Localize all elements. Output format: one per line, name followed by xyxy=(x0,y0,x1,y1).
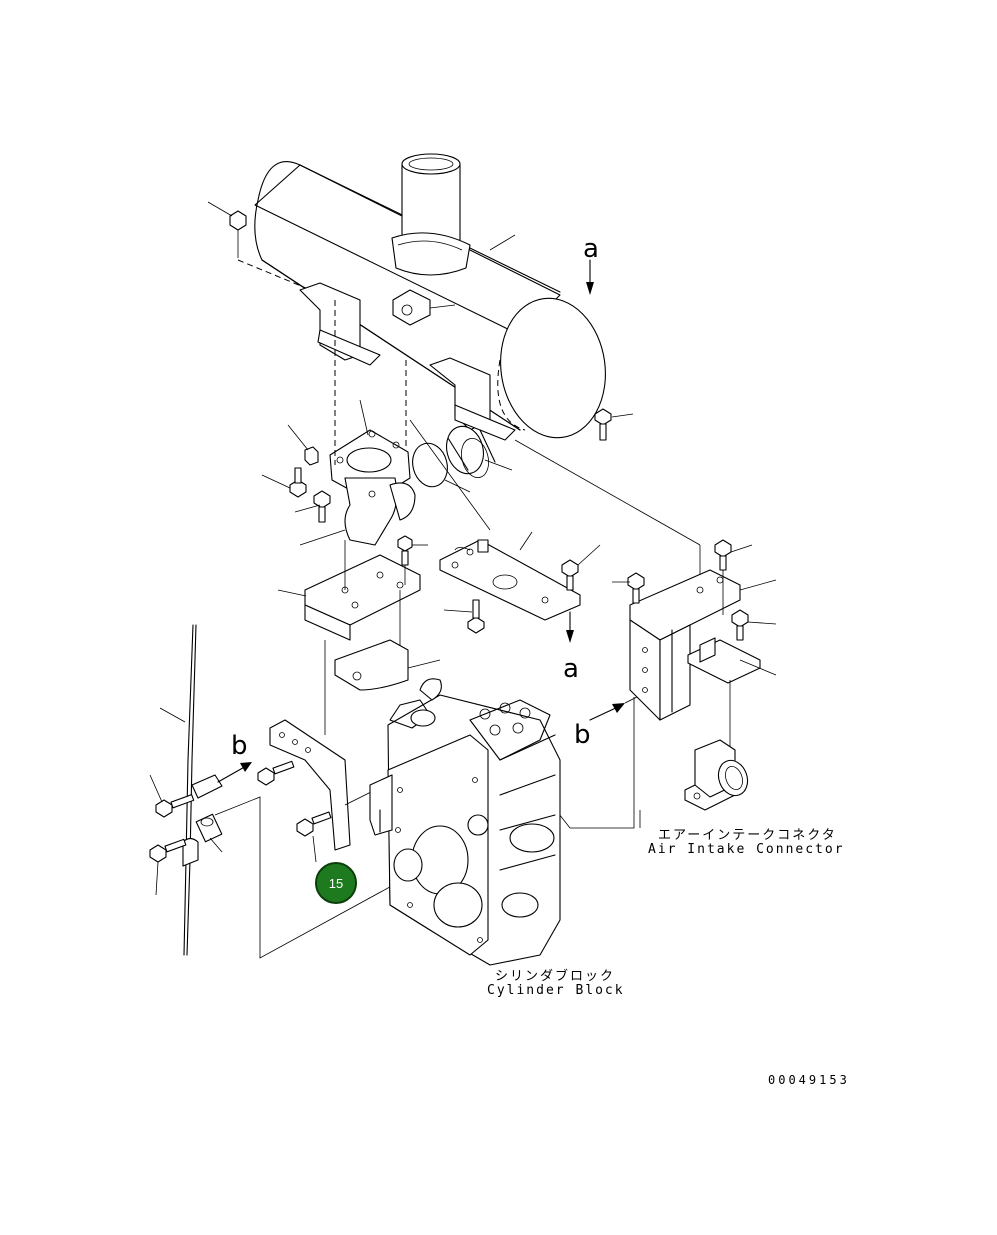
bolt-shield-lower xyxy=(467,599,485,634)
spacer-collar xyxy=(195,813,223,843)
view-marker-b-right: b xyxy=(574,720,591,750)
bolt-bracket-lower xyxy=(296,811,332,837)
dipstick-guide xyxy=(182,624,223,956)
bolt-muffler-right xyxy=(594,408,634,441)
heat-shield-plate xyxy=(439,539,581,621)
bolt-bracket-upper xyxy=(257,760,295,786)
bolt-dipstick-lower xyxy=(149,838,187,863)
air-intake-connector-part xyxy=(684,739,749,811)
callout-number: 15 xyxy=(328,875,344,891)
support-bracket-right xyxy=(629,569,741,721)
bolt-left-2 xyxy=(313,490,331,523)
view-marker-a-top: a xyxy=(583,234,599,264)
air-intake-connector-label-jp: エアーインテークコネクタ xyxy=(658,828,837,843)
bolt-shield-right xyxy=(561,559,579,591)
spacer-block xyxy=(334,639,409,691)
drawing-number: 00049153 xyxy=(768,1073,850,1087)
bolt-dipstick-upper xyxy=(155,794,195,818)
view-marker-b-left: b xyxy=(231,731,248,761)
bolt-bracket-top-right xyxy=(714,539,732,571)
support-bracket-left xyxy=(304,554,421,641)
bolt-left-1 xyxy=(289,467,307,498)
muffler xyxy=(207,153,606,441)
bolt-bracket-top-left xyxy=(627,572,645,604)
cylinder-block-label-jp: シリンダブロック xyxy=(495,969,616,984)
part-callout-15[interactable]: 15 xyxy=(315,862,357,904)
air-intake-connector-label-en: Air Intake Connector xyxy=(648,842,845,857)
bolt-mount-plate xyxy=(731,609,749,641)
mount-plate xyxy=(687,637,761,684)
cylinder-block-label-en: Cylinder Block xyxy=(487,983,625,998)
sleeve xyxy=(445,425,496,479)
cylinder-block xyxy=(369,678,561,966)
dipstick-bracket xyxy=(269,719,351,851)
exhaust-elbow xyxy=(329,429,416,546)
view-marker-a-bottom: a xyxy=(563,654,579,684)
